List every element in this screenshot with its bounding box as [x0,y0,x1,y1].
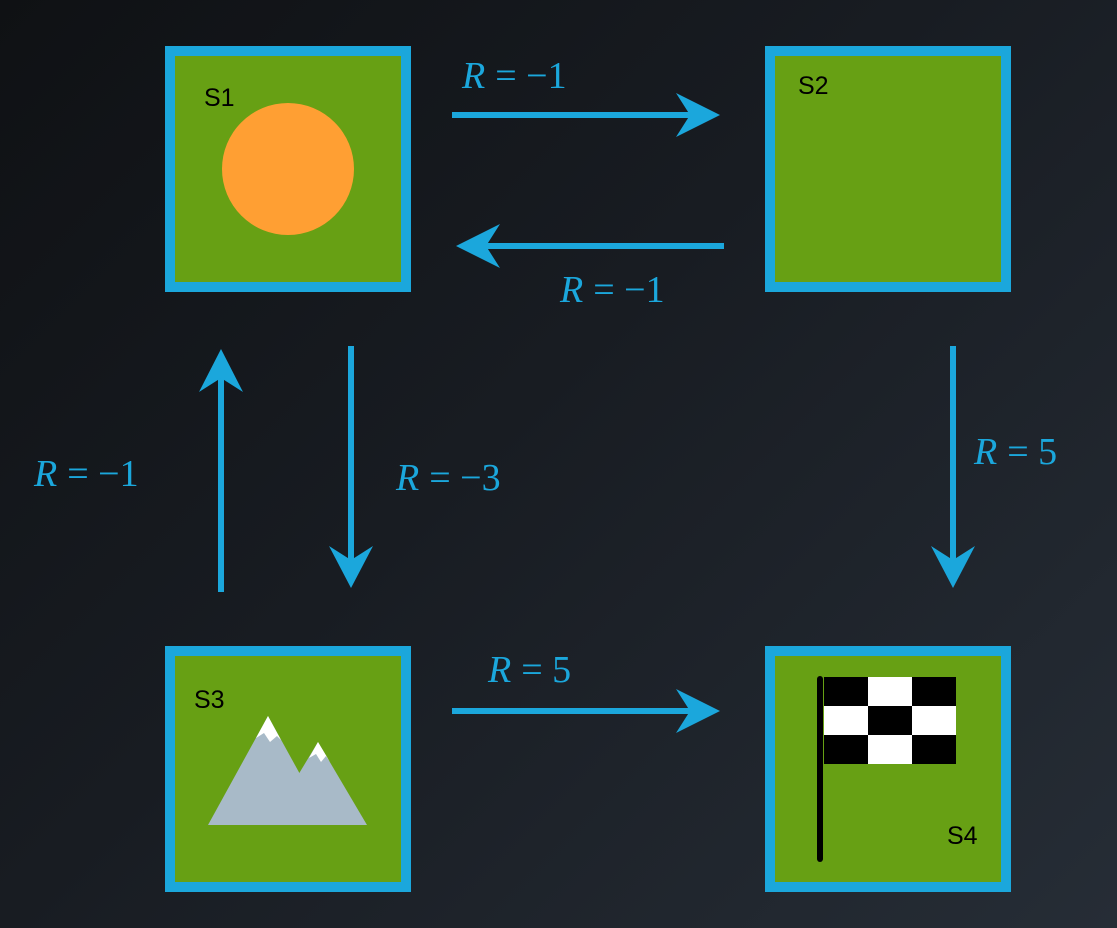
state-tile-s1: S1 [165,46,411,292]
reward-label-s1-s3: R= −3 [395,457,501,499]
arrow-s2-to-s1 [456,224,724,268]
sun-icon [222,103,354,235]
checkered-flag-icon [817,676,956,862]
state-tile-s4: S4 [765,646,1011,892]
arrow-s3-to-s1 [199,349,243,592]
arrow-s2-to-s4 [931,346,975,588]
state-label-s4: S4 [947,822,978,850]
arrow-s1-to-s2 [452,93,720,137]
state-tile-s2: S2 [765,46,1011,292]
reward-label-s2-s4: R= 5 [973,431,1057,473]
mountain-icon [208,716,367,825]
reward-label-s2-s1: R= −1 [559,269,665,311]
state-tile-s3: S3 [165,646,411,892]
state-label-s2: S2 [798,72,829,100]
state-label-s3: S3 [194,686,225,714]
reward-label-s3-s1: R= −1 [33,453,139,495]
reward-label-s1-s2: R= −1 [461,55,567,97]
arrow-s3-to-s4 [452,689,720,733]
state-label-s1: S1 [204,84,235,112]
reward-label-s3-s4: R= 5 [487,649,571,691]
arrow-s1-to-s3 [329,346,373,588]
